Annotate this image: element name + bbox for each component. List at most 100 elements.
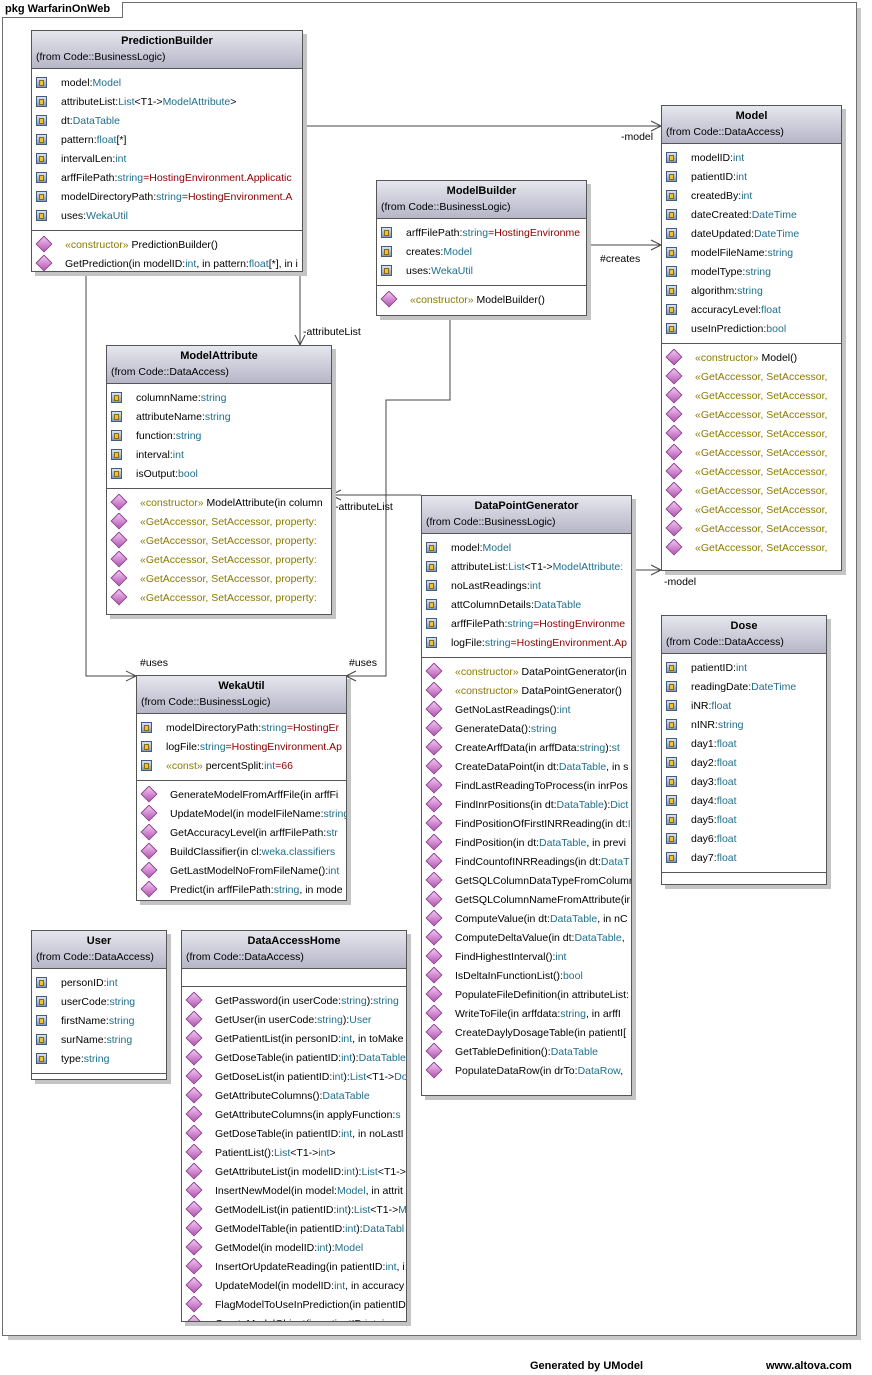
operation-row[interactable]: GetPrediction(in modelID:int, in pattern…: [32, 255, 302, 271]
operation-row[interactable]: InsertOrUpdateReading(in patientID:int, …: [182, 1258, 406, 1277]
attribute-row[interactable]: modelDirectoryPath:string=HostingEnviron…: [32, 188, 302, 207]
attribute-row[interactable]: arffFilePath:string=HostingEnvironme: [377, 224, 586, 243]
attribute-row[interactable]: type:string: [32, 1050, 166, 1069]
operation-row[interactable]: GetAttributeColumns():DataTable: [182, 1087, 406, 1106]
operation-row[interactable]: FindCountofINRReadings(in dt:DataT: [422, 853, 631, 872]
operation-row[interactable]: InsertNewModel(in model:Model, in attrit: [182, 1182, 406, 1201]
attribute-row[interactable]: arffFilePath:string=HostingEnvironment.A…: [32, 169, 302, 188]
attribute-row[interactable]: day6:float: [662, 830, 826, 849]
class-modelattribute[interactable]: ModelAttribute(from Code::DataAccess)col…: [106, 345, 332, 615]
operation-row[interactable]: GetPassword(in userCode:string):string: [182, 992, 406, 1011]
operation-row[interactable]: UpdateModel(in modelFileName:string: [137, 805, 346, 824]
attribute-row[interactable]: patientID:int: [662, 168, 841, 187]
operation-row[interactable]: GetUser(in userCode:string):User: [182, 1011, 406, 1030]
operation-row[interactable]: GetSQLColumnNameFromAttribute(ir: [422, 891, 631, 910]
attribute-row[interactable]: interval:int: [107, 446, 331, 465]
attribute-row[interactable]: useInPrediction:bool: [662, 320, 841, 339]
operation-row[interactable]: «GetAccessor, SetAccessor, property:: [107, 532, 331, 551]
attribute-row[interactable]: modelFileName:string: [662, 244, 841, 263]
attribute-row[interactable]: attributeList:List<T1->ModelAttribute>: [32, 93, 302, 112]
attribute-row[interactable]: nINR:string: [662, 716, 826, 735]
attribute-row[interactable]: attColumnDetails:DataTable: [422, 596, 631, 615]
attribute-row[interactable]: modelID:int: [662, 149, 841, 168]
operation-row[interactable]: GenerateData():string: [422, 720, 631, 739]
attribute-row[interactable]: pattern:float[*]: [32, 131, 302, 150]
attribute-row[interactable]: day2:float: [662, 754, 826, 773]
operation-row[interactable]: GetAttributeList(in modelID:int):List<T1…: [182, 1163, 406, 1182]
operation-row[interactable]: «GetAccessor, SetAccessor,: [662, 387, 841, 406]
class-modelbuilder[interactable]: ModelBuilder(from Code::BusinessLogic)ar…: [376, 180, 587, 316]
operation-row[interactable]: «constructor» Model(): [662, 349, 841, 368]
operation-row[interactable]: CreateModelObject(in patientID:int, in c…: [182, 1315, 406, 1321]
attribute-row[interactable]: arffFilePath:string=HostingEnvironme: [422, 615, 631, 634]
operation-row[interactable]: PopulateDataRow(in drTo:DataRow,: [422, 1062, 631, 1081]
operation-row[interactable]: GetSQLColumnDataTypeFromColumr: [422, 872, 631, 891]
operation-row[interactable]: FindInrPositions(in dt:DataTable):Dict: [422, 796, 631, 815]
attribute-row[interactable]: userCode:string: [32, 993, 166, 1012]
operation-row[interactable]: «constructor» DataPointGenerator(): [422, 682, 631, 701]
attribute-row[interactable]: isOutput:bool: [107, 465, 331, 484]
operation-row[interactable]: «constructor» ModelBuilder(): [377, 291, 586, 310]
operation-row[interactable]: GetModelList(in patientID:int):List<T1->…: [182, 1201, 406, 1220]
operation-row[interactable]: «constructor» DataPointGenerator(in: [422, 663, 631, 682]
attribute-row[interactable]: surName:string: [32, 1031, 166, 1050]
operation-row[interactable]: «GetAccessor, SetAccessor,: [662, 482, 841, 501]
attribute-row[interactable]: modelType:string: [662, 263, 841, 282]
attribute-row[interactable]: logFile:string=HostingEnvironment.Ap: [137, 738, 346, 757]
operation-row[interactable]: «GetAccessor, SetAccessor, property:: [107, 570, 331, 589]
operation-row[interactable]: ComputeValue(in dt:DataTable, in nC: [422, 910, 631, 929]
operation-row[interactable]: «GetAccessor, SetAccessor,: [662, 368, 841, 387]
attribute-row[interactable]: dateUpdated:DateTime: [662, 225, 841, 244]
attribute-row[interactable]: dateCreated:DateTime: [662, 206, 841, 225]
operation-row[interactable]: «GetAccessor, SetAccessor,: [662, 444, 841, 463]
operation-row[interactable]: «GetAccessor, SetAccessor,: [662, 539, 841, 558]
attribute-row[interactable]: uses:WekaUtil: [377, 262, 586, 281]
operation-row[interactable]: BuildClassifier(in cl:weka.classifiers: [137, 843, 346, 862]
operation-row[interactable]: «GetAccessor, SetAccessor,: [662, 406, 841, 425]
attribute-row[interactable]: model:Model: [422, 539, 631, 558]
attribute-row[interactable]: noLastReadings:int: [422, 577, 631, 596]
attribute-row[interactable]: columnName:string: [107, 389, 331, 408]
operation-row[interactable]: GetModel(in modelID:int):Model: [182, 1239, 406, 1258]
operation-row[interactable]: «constructor» ModelAttribute(in column: [107, 494, 331, 513]
operation-row[interactable]: GetLastModelNoFromFileName():int: [137, 862, 346, 881]
operation-row[interactable]: WriteToFile(in arffdata:string, in arffI: [422, 1005, 631, 1024]
attribute-row[interactable]: firstName:string: [32, 1012, 166, 1031]
class-dose[interactable]: Dose(from Code::DataAccess)patientID:int…: [661, 615, 827, 885]
operation-row[interactable]: «constructor» PredictionBuilder(): [32, 236, 302, 255]
class-dataaccesshome[interactable]: DataAccessHome(from Code::DataAccess)Get…: [181, 930, 407, 1322]
operation-row[interactable]: GetDoseTable(in patientID:int, in noLast…: [182, 1125, 406, 1144]
attribute-row[interactable]: creates:Model: [377, 243, 586, 262]
operation-row[interactable]: GetPatientList(in personID:int, in toMak…: [182, 1030, 406, 1049]
operation-row[interactable]: GetNoLastReadings():int: [422, 701, 631, 720]
operation-row[interactable]: «GetAccessor, SetAccessor, property:: [107, 589, 331, 608]
operation-row[interactable]: GetDoseTable(in patientID:int):DataTable: [182, 1049, 406, 1068]
operation-row[interactable]: GetAccuracyLevel(in arffFilePath:str: [137, 824, 346, 843]
attribute-row[interactable]: readingDate:DateTime: [662, 678, 826, 697]
operation-row[interactable]: CreateArffData(in arffData:string):st: [422, 739, 631, 758]
operation-row[interactable]: PopulateFileDefinition(in attributeList:: [422, 986, 631, 1005]
attribute-row[interactable]: modelDirectoryPath:string=HostingEr: [137, 719, 346, 738]
operation-row[interactable]: FindPosition(in dt:DataTable, in previ: [422, 834, 631, 853]
operation-row[interactable]: GetTableDefinition():DataTable: [422, 1043, 631, 1062]
operation-row[interactable]: FlagModelToUseInPrediction(in patientID: [182, 1296, 406, 1315]
attribute-row[interactable]: intervalLen:int: [32, 150, 302, 169]
attribute-row[interactable]: function:string: [107, 427, 331, 446]
operation-row[interactable]: ComputeDeltaValue(in dt:DataTable,: [422, 929, 631, 948]
attribute-row[interactable]: accuracyLevel:float: [662, 301, 841, 320]
operation-row[interactable]: «GetAccessor, SetAccessor,: [662, 463, 841, 482]
class-predictionbuilder[interactable]: PredictionBuilder(from Code::BusinessLog…: [31, 30, 303, 272]
attribute-row[interactable]: model:Model: [32, 74, 302, 93]
operation-row[interactable]: «GetAccessor, SetAccessor,: [662, 501, 841, 520]
operation-row[interactable]: «GetAccessor, SetAccessor,: [662, 425, 841, 444]
attribute-row[interactable]: dt:DataTable: [32, 112, 302, 131]
operation-row[interactable]: GetDoseList(in patientID:int):List<T1->D…: [182, 1068, 406, 1087]
attribute-row[interactable]: attributeList:List<T1->ModelAttribute:: [422, 558, 631, 577]
attribute-row[interactable]: personID:int: [32, 974, 166, 993]
class-wekautil[interactable]: WekaUtil(from Code::BusinessLogic)modelD…: [136, 675, 347, 901]
operation-row[interactable]: IsDeltaInFunctionList():bool: [422, 967, 631, 986]
operation-row[interactable]: «GetAccessor, SetAccessor, property:: [107, 551, 331, 570]
attribute-row[interactable]: attributeName:string: [107, 408, 331, 427]
